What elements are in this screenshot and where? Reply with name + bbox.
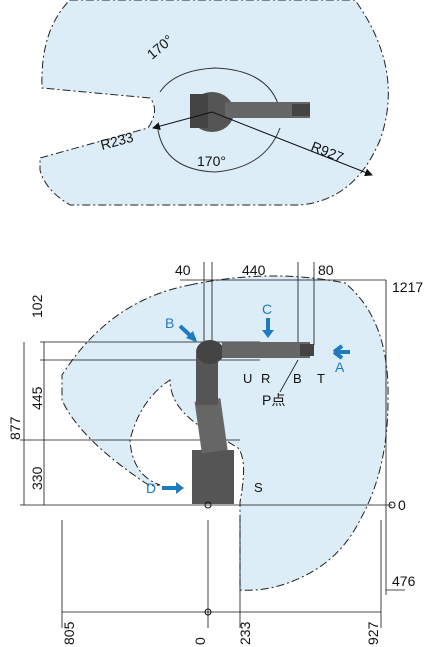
svg-text:A: A (335, 359, 345, 375)
side-view: 40 440 80 102 445 877 330 1217 0 476 805… (7, 262, 423, 645)
arrow-b: B (165, 315, 197, 342)
label-476: 476 (392, 573, 416, 589)
svg-text:B: B (165, 315, 174, 331)
axis-t: T (317, 371, 325, 386)
dim-233: 233 (237, 621, 253, 645)
axis-u: U (243, 371, 252, 386)
arrow-d: D (146, 480, 184, 496)
dim-330: 330 (29, 466, 45, 490)
dim-102: 102 (29, 294, 45, 318)
dim-927: 927 (365, 621, 381, 645)
axis-r: R (261, 371, 270, 386)
dim-440: 440 (242, 262, 266, 278)
top-view: 170° 170° R233 R927 (39, 0, 389, 206)
arrow-a: A (332, 344, 350, 375)
dim-40: 40 (175, 262, 191, 278)
label-0-right: 0 (398, 497, 406, 513)
dim-0-bottom: 0 (192, 637, 208, 645)
svg-text:C: C (262, 301, 272, 317)
angle-lower-label: 170° (197, 153, 226, 169)
label-1217: 1217 (392, 279, 423, 295)
axis-s: S (254, 480, 263, 495)
dim-805: 805 (61, 621, 77, 645)
axis-b: B (293, 371, 302, 386)
arrow-c: C (262, 301, 274, 338)
dim-445: 445 (29, 386, 45, 410)
robot-side-silhouette (192, 340, 396, 616)
svg-text:D: D (146, 480, 156, 496)
point-p-label: P点 (262, 392, 285, 408)
dimension-lines (20, 262, 405, 628)
dim-877: 877 (7, 416, 23, 440)
dim-80: 80 (318, 262, 334, 278)
